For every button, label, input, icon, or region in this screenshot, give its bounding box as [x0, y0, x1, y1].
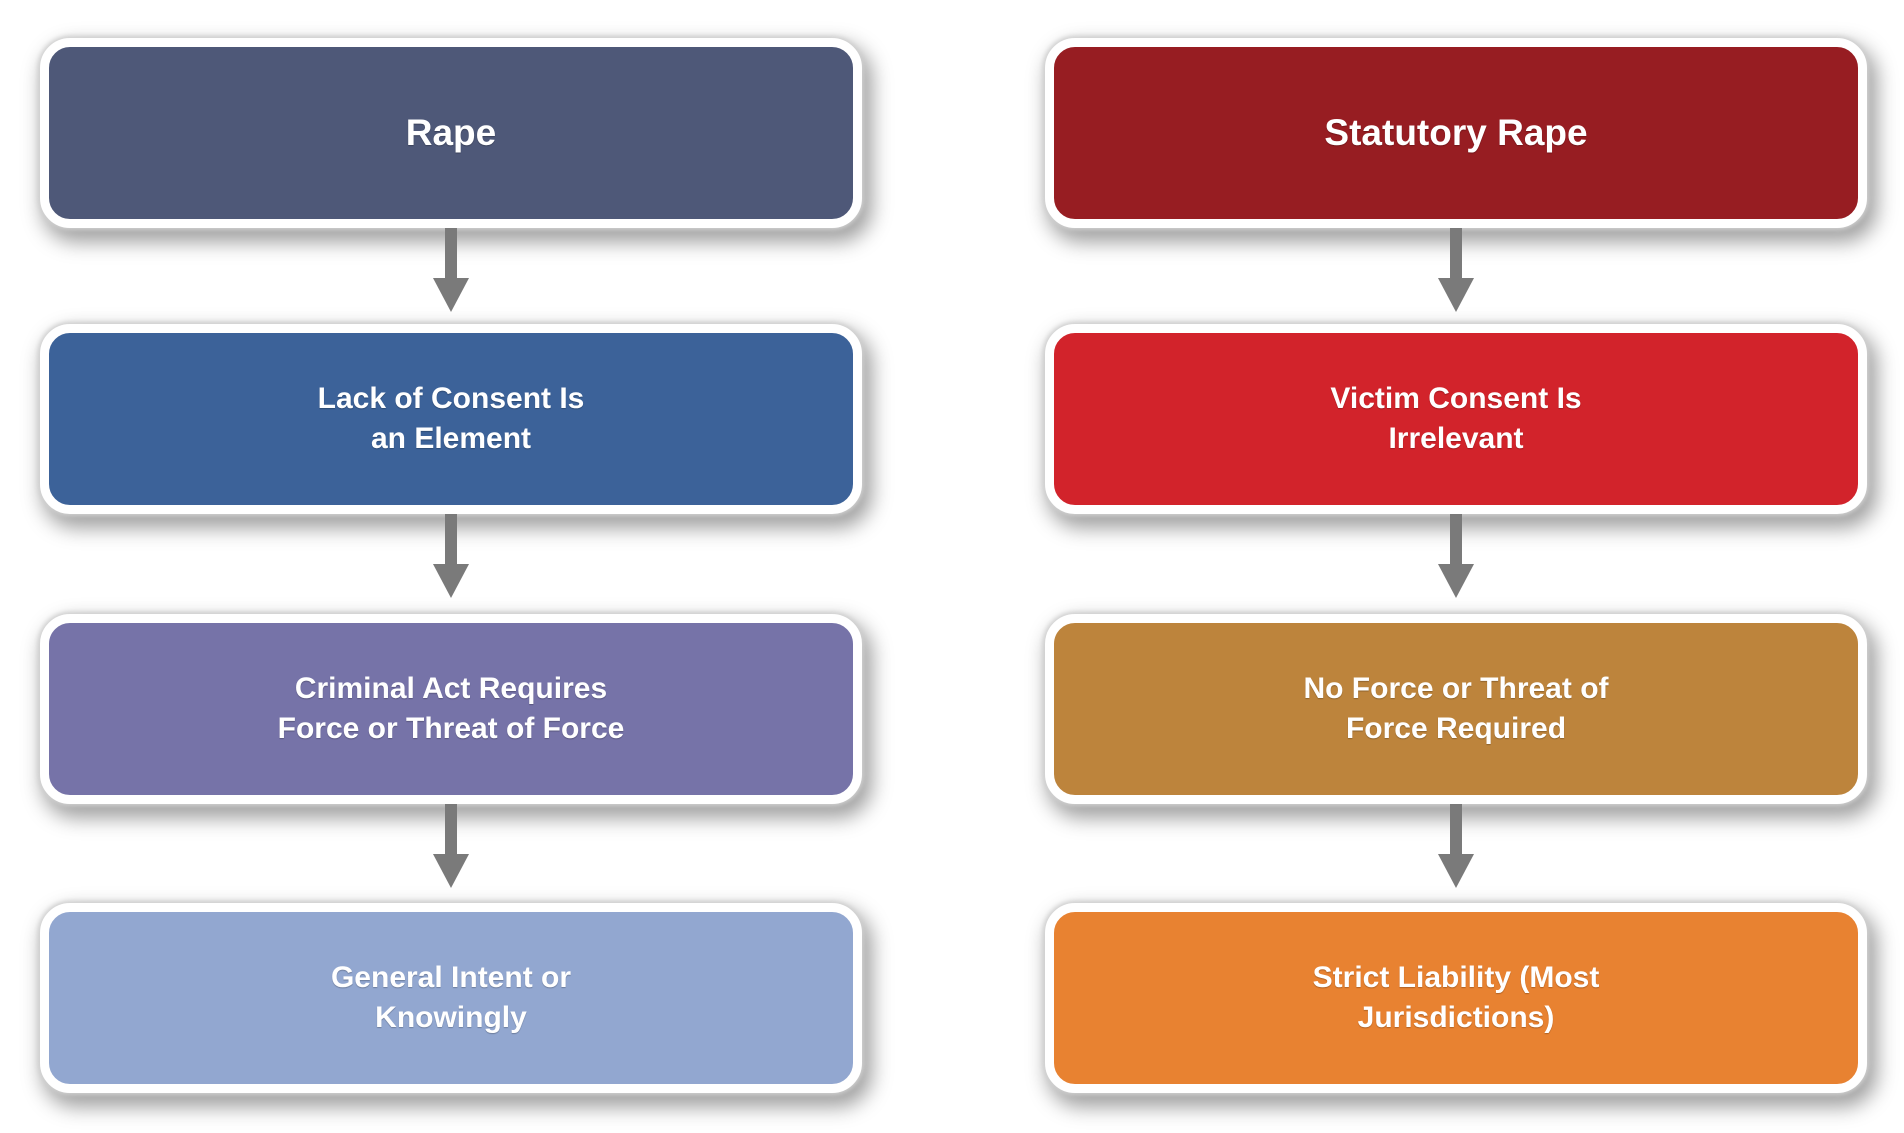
down-arrow-icon [1438, 514, 1474, 598]
rape-column: Rape Lack of Consent Is an Element Crimi… [40, 0, 862, 1133]
strict-liability-label: Strict Liability (Most Jurisdictions) [1312, 961, 1600, 1034]
victim-consent-label: Victim Consent Is Irrelevant [1330, 382, 1582, 455]
down-arrow-icon [433, 228, 469, 312]
statutory-rape-box: Statutory Rape [1045, 38, 1867, 228]
victim-consent-box: Victim Consent Is Irrelevant [1045, 324, 1867, 514]
lack-of-consent-label: Lack of Consent Is an Element [317, 382, 585, 455]
lack-of-consent-box: Lack of Consent Is an Element [40, 324, 862, 514]
down-arrow-icon [433, 514, 469, 598]
no-force-box: No Force or Threat of Force Required [1045, 614, 1867, 804]
rape-box: Rape [40, 38, 862, 228]
rape-label: Rape [405, 112, 497, 153]
criminal-act-box: Criminal Act Requires Force or Threat of… [40, 614, 862, 804]
down-arrow-icon [1438, 228, 1474, 312]
general-intent-label: General Intent or Knowingly [330, 961, 572, 1034]
no-force-label: No Force or Threat of Force Required [1303, 672, 1609, 745]
statutory-rape-column: Statutory Rape Victim Consent Is Irrelev… [1045, 0, 1867, 1133]
strict-liability-box: Strict Liability (Most Jurisdictions) [1045, 903, 1867, 1093]
criminal-act-label: Criminal Act Requires Force or Threat of… [277, 672, 625, 745]
general-intent-box: General Intent or Knowingly [40, 903, 862, 1093]
down-arrow-icon [433, 804, 469, 888]
statutory-rape-label: Statutory Rape [1324, 112, 1588, 153]
down-arrow-icon [1438, 804, 1474, 888]
